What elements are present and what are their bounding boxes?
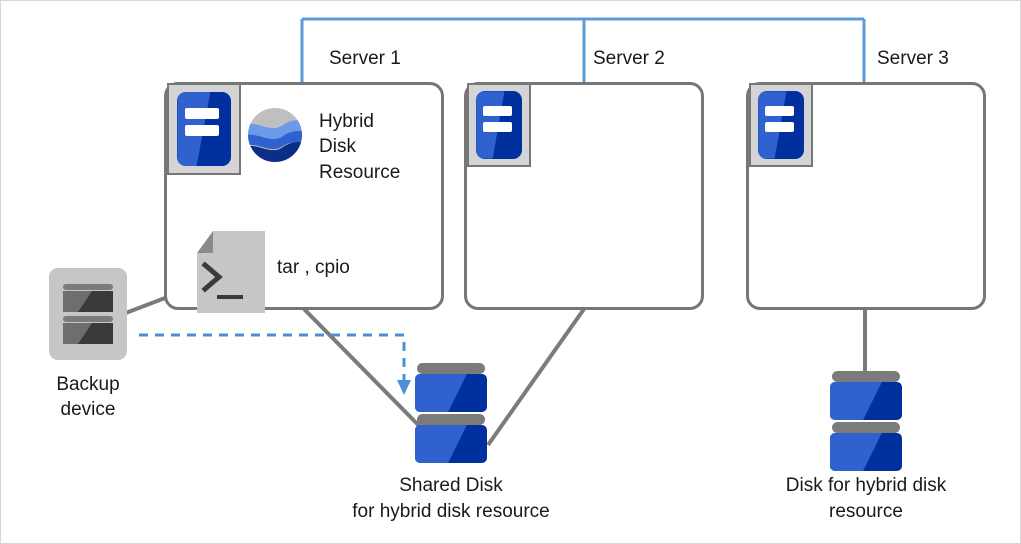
shared-disk-label-line2: for hybrid disk resource (352, 501, 550, 522)
backup-device-label-line1: Backup (56, 374, 120, 395)
server3-disk-label-line2: resource (829, 501, 903, 522)
server-label-1: Server 1 (329, 48, 401, 69)
server-label-2: Server 2 (593, 48, 665, 69)
server3-disk-icon (830, 371, 902, 471)
link-server1-shared-disk (302, 307, 440, 447)
shared-disk-label-line1: Shared Disk (399, 475, 503, 496)
shared-disk-icon (415, 363, 487, 463)
link-server2-shared-disk (486, 307, 586, 447)
hybrid-resource-label-line2: Disk (319, 136, 356, 157)
backup-device-label-line2: device (60, 399, 116, 420)
server-icon-3 (749, 83, 813, 167)
hybrid-resource-label-line1: Hybrid (319, 111, 374, 132)
script-file-icon (197, 231, 265, 313)
server-icon-2 (467, 83, 531, 167)
server-label-3: Server 3 (877, 48, 949, 69)
server-icon-1 (167, 83, 241, 175)
backup-data-flow-arrow (139, 333, 411, 395)
backup-tools-label: tar , cpio (277, 257, 350, 278)
backup-device-icon (49, 268, 127, 360)
network-interconnect-line (300, 17, 866, 83)
hybrid-disk-globe-icon (247, 107, 303, 163)
server3-disk-label-line1: Disk for hybrid disk (785, 475, 947, 496)
hybrid-resource-label-line3: Resource (319, 162, 401, 183)
